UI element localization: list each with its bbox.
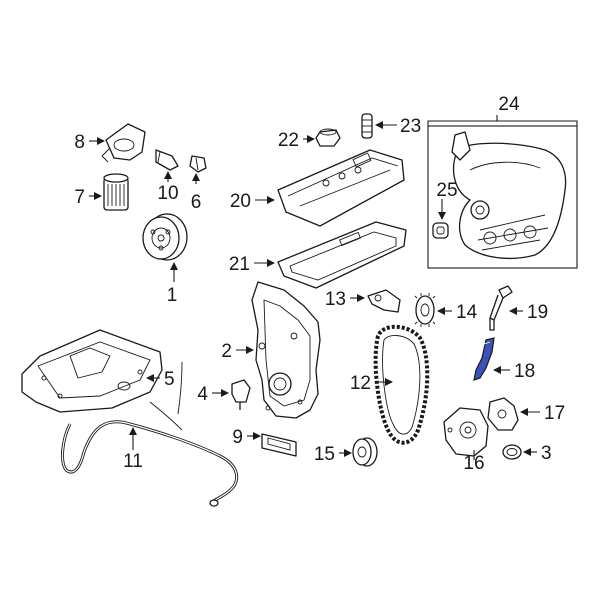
part-number-3: 3	[541, 443, 552, 464]
oil-filter-part[interactable]	[103, 173, 129, 211]
oil-pump-cover-part[interactable]	[487, 397, 519, 431]
part-number-2: 2	[221, 341, 232, 362]
oil-pan-part[interactable]	[21, 329, 163, 413]
oil-filter-housing-part[interactable]	[101, 123, 146, 163]
part-number-25: 25	[436, 180, 457, 201]
part-number-11: 11	[123, 451, 143, 472]
sensor-part-6[interactable]	[189, 155, 207, 173]
cover-gasket-part[interactable]	[261, 433, 297, 457]
o-ring-part[interactable]	[502, 444, 522, 460]
part-number-14: 14	[456, 302, 478, 323]
part-number-7: 7	[74, 187, 85, 208]
part-number-4: 4	[197, 384, 208, 405]
part-number-9: 9	[232, 427, 243, 448]
timing-chain-part[interactable]	[373, 324, 430, 445]
part-number-15: 15	[314, 444, 335, 465]
crankshaft-position-sensor-part[interactable]	[231, 379, 251, 410]
chain-tensioner-arm-part[interactable]	[367, 289, 401, 313]
crankshaft-sprocket-part[interactable]	[352, 437, 378, 467]
valve-cover-gasket-part[interactable]	[277, 221, 407, 289]
part-number-8: 8	[74, 132, 85, 153]
crankshaft-pulley-part[interactable]	[142, 213, 188, 261]
part-number-12: 12	[350, 373, 371, 394]
oil-pressure-sensor-part[interactable]	[155, 149, 179, 171]
part-number-20: 20	[230, 191, 251, 212]
camshaft-sprocket-part[interactable]	[414, 293, 436, 327]
manifold-box	[427, 125, 578, 269]
oil-filler-cap-part[interactable]	[315, 128, 341, 147]
pcv-valve-part[interactable]	[361, 113, 373, 139]
oil-pump-part[interactable]	[443, 407, 489, 457]
timing-cover-part[interactable]	[251, 281, 321, 419]
part-number-1: 1	[167, 285, 178, 306]
part-number-21: 21	[229, 254, 250, 275]
part-number-5: 5	[164, 369, 175, 390]
part-number-23: 23	[400, 116, 421, 137]
part-number-18: 18	[514, 361, 535, 382]
timing-chain-guide-part[interactable]	[473, 337, 495, 381]
part-number-6: 6	[191, 192, 202, 213]
part-number-labels: 1 2 3 4 5 6 7 8 9 10 11 12 13 14 15 16 1…	[74, 94, 565, 474]
part-number-16: 16	[463, 453, 484, 474]
valve-cover-part[interactable]	[277, 149, 405, 227]
part-number-24: 24	[498, 94, 520, 115]
intake-manifold-part[interactable]	[451, 131, 567, 260]
manifold-gasket-part[interactable]	[432, 222, 449, 239]
part-number-19: 19	[527, 302, 548, 323]
dipstick-tube-part[interactable]	[61, 361, 239, 507]
part-number-22: 22	[278, 130, 299, 151]
intake-manifold-group	[427, 115, 578, 269]
part-number-10: 10	[157, 183, 178, 204]
part-number-13: 13	[325, 289, 346, 310]
guide-bolt-part[interactable]	[489, 285, 513, 331]
part-number-17: 17	[544, 403, 565, 424]
